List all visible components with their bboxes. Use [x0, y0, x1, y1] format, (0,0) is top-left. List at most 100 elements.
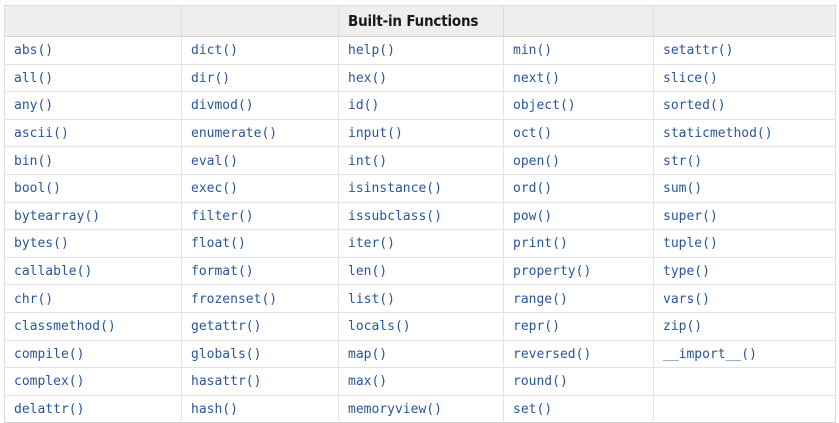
table-row: complex() hasattr() max() round() — [4, 367, 836, 396]
function-name[interactable]: ascii() — [14, 126, 69, 142]
function-name[interactable]: help() — [348, 43, 395, 59]
function-name[interactable]: bin() — [14, 153, 54, 169]
function-name[interactable]: isinstance() — [348, 181, 442, 197]
function-name[interactable]: super() — [663, 208, 718, 224]
function-name[interactable]: setattr() — [663, 43, 734, 59]
table-cell: ascii() — [4, 119, 182, 148]
table-cell: float() — [181, 229, 339, 258]
function-name[interactable]: next() — [513, 70, 560, 86]
table-caption: Built-in Functions — [348, 11, 479, 30]
function-name[interactable]: hasattr() — [191, 374, 262, 390]
function-name[interactable]: memoryview() — [348, 402, 442, 418]
table-row: callable() format() len() property() type() — [4, 257, 836, 286]
function-name[interactable]: len() — [348, 264, 388, 280]
table-cell: id() — [338, 91, 504, 120]
table-cell: pow() — [503, 202, 654, 231]
function-name[interactable]: hash() — [191, 402, 238, 418]
table-cell: min() — [503, 36, 654, 65]
table-cell: isinstance() — [338, 174, 504, 203]
function-name[interactable]: set() — [513, 402, 553, 418]
table-row: bin() eval() int() open() str() — [4, 146, 836, 175]
function-name[interactable]: property() — [513, 264, 592, 280]
function-name[interactable]: divmod() — [191, 98, 254, 114]
function-name[interactable]: open() — [513, 153, 560, 169]
table-row: all() dir() hex() next() slice() — [4, 64, 836, 93]
table-cell: str() — [653, 146, 836, 175]
function-name[interactable]: dir() — [191, 70, 231, 86]
function-name[interactable]: max() — [348, 374, 388, 390]
function-name[interactable]: compile() — [14, 346, 85, 362]
function-name[interactable]: sum() — [663, 181, 703, 197]
function-name[interactable]: vars() — [663, 291, 710, 307]
function-name[interactable]: chr() — [14, 291, 54, 307]
function-name[interactable]: print() — [513, 236, 568, 252]
table-cell: property() — [503, 257, 654, 286]
function-name[interactable]: zip() — [663, 319, 703, 335]
table-cell: iter() — [338, 229, 504, 258]
table-header-row: Built-in Functions — [4, 5, 836, 37]
function-name[interactable]: classmethod() — [14, 319, 116, 335]
function-name[interactable]: str() — [663, 153, 703, 169]
table-cell: globals() — [181, 340, 339, 369]
function-name[interactable]: repr() — [513, 319, 560, 335]
function-name[interactable]: issubclass() — [348, 208, 442, 224]
table-cell: hash() — [181, 395, 339, 423]
function-name[interactable]: enumerate() — [191, 126, 278, 142]
function-name[interactable]: round() — [513, 374, 568, 390]
table-cell: next() — [503, 64, 654, 93]
function-name[interactable]: bool() — [14, 181, 61, 197]
table-cell: setattr() — [653, 36, 836, 65]
function-name[interactable]: exec() — [191, 181, 238, 197]
function-name[interactable]: input() — [348, 126, 403, 142]
function-name[interactable]: format() — [191, 264, 254, 280]
function-name[interactable]: min() — [513, 43, 553, 59]
function-name[interactable]: bytes() — [14, 236, 69, 252]
function-name[interactable]: map() — [348, 346, 388, 362]
function-name[interactable]: tuple() — [663, 236, 718, 252]
function-name[interactable]: ord() — [513, 181, 553, 197]
function-name[interactable]: iter() — [348, 236, 395, 252]
header-cell-1 — [4, 5, 182, 37]
table-cell: all() — [4, 64, 182, 93]
function-name[interactable]: delattr() — [14, 402, 85, 418]
function-name[interactable]: float() — [191, 236, 246, 252]
function-name[interactable]: dict() — [191, 43, 238, 59]
function-name[interactable]: oct() — [513, 126, 553, 142]
function-name[interactable]: sorted() — [663, 98, 726, 114]
function-name[interactable]: staticmethod() — [663, 126, 773, 142]
function-name[interactable]: complex() — [14, 374, 85, 390]
function-name[interactable]: reversed() — [513, 346, 592, 362]
table-cell: memoryview() — [338, 395, 504, 423]
function-name[interactable]: getattr() — [191, 319, 262, 335]
table-cell: map() — [338, 340, 504, 369]
function-name[interactable]: id() — [348, 98, 380, 114]
function-name[interactable]: int() — [348, 153, 388, 169]
function-name[interactable]: list() — [348, 291, 395, 307]
function-name[interactable]: filter() — [191, 208, 254, 224]
table-cell: bytearray() — [4, 202, 182, 231]
function-name[interactable]: hex() — [348, 70, 388, 86]
function-name[interactable]: globals() — [191, 346, 262, 362]
table-header: Built-in Functions — [4, 5, 836, 37]
table-row: bool() exec() isinstance() ord() sum() — [4, 174, 836, 203]
function-name[interactable]: pow() — [513, 208, 553, 224]
table-cell: staticmethod() — [653, 119, 836, 148]
table-cell: input() — [338, 119, 504, 148]
function-name[interactable]: range() — [513, 291, 568, 307]
function-name[interactable]: all() — [14, 70, 54, 86]
function-name[interactable]: slice() — [663, 70, 718, 86]
table-cell: dict() — [181, 36, 339, 65]
function-name[interactable]: __import__() — [663, 346, 757, 362]
function-name[interactable]: locals() — [348, 319, 411, 335]
function-name[interactable]: bytearray() — [14, 208, 101, 224]
function-name[interactable]: any() — [14, 98, 54, 114]
table-cell: abs() — [4, 36, 182, 65]
function-name[interactable]: callable() — [14, 264, 93, 280]
function-name[interactable]: eval() — [191, 153, 238, 169]
table-cell: bin() — [4, 146, 182, 175]
function-name[interactable]: object() — [513, 98, 576, 114]
function-name[interactable]: frozenset() — [191, 291, 278, 307]
function-name[interactable]: type() — [663, 264, 710, 280]
function-name[interactable]: abs() — [14, 43, 54, 59]
table-cell: sorted() — [653, 91, 836, 120]
